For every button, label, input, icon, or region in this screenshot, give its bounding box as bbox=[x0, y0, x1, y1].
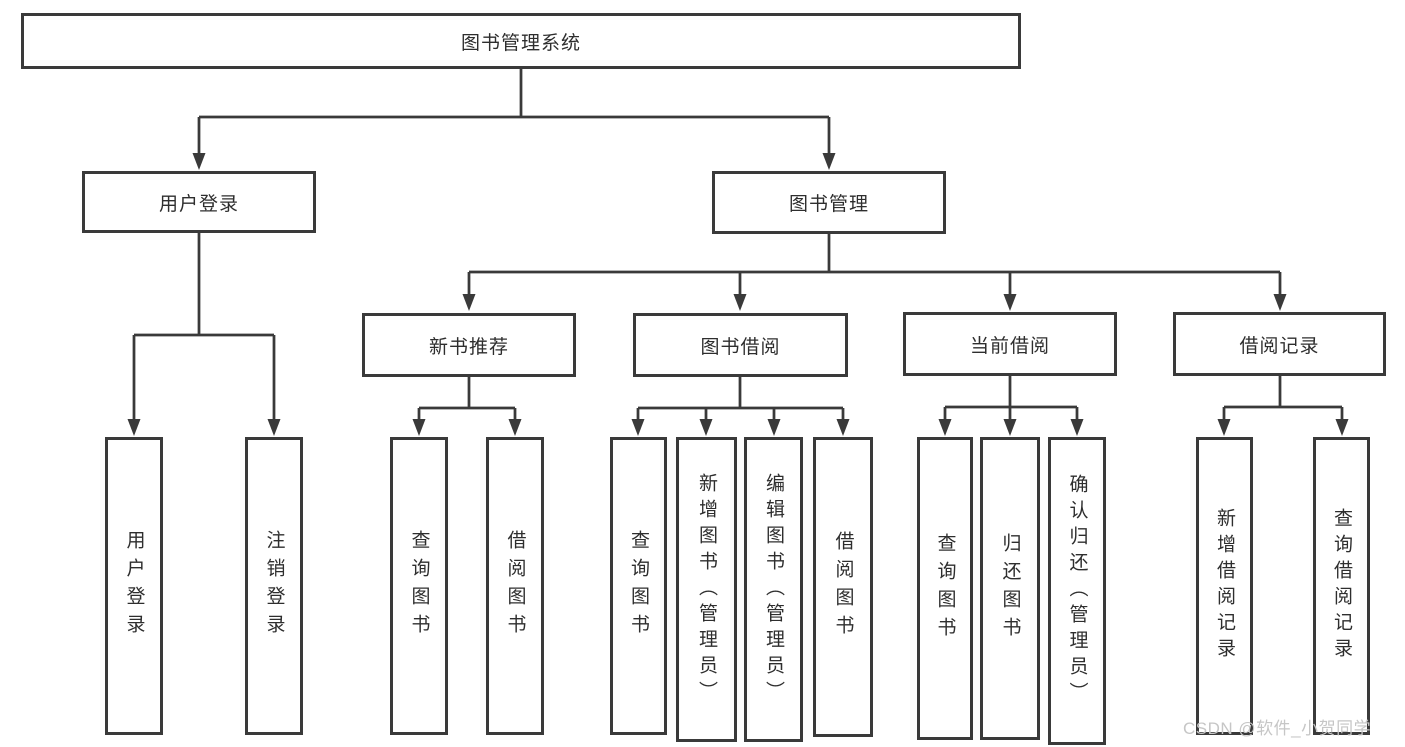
node-label: 借阅图书 bbox=[832, 531, 854, 643]
node-leaf-confirm-return-admin: 确认归还（管理员） bbox=[1048, 437, 1106, 745]
node-label: 新书推荐 bbox=[428, 336, 509, 358]
node-label: 注销登录 bbox=[263, 530, 285, 642]
arrowheads bbox=[127, 153, 1349, 436]
node-library-management-system: 图书管理系统 bbox=[21, 13, 1021, 69]
node-current-borrow: 当前借阅 bbox=[903, 312, 1117, 376]
node-label: 用户登录 bbox=[158, 193, 239, 215]
node-label: 新增借阅记录 bbox=[1214, 508, 1235, 664]
node-label: 查询图书 bbox=[628, 530, 649, 642]
edge-new-book-recommend-to-leaves bbox=[417, 377, 517, 421]
node-book-management: 图书管理 bbox=[712, 171, 946, 234]
node-label: 当前借阅 bbox=[969, 335, 1050, 357]
node-leaf-edit-books-admin: 编辑图书（管理员） bbox=[744, 437, 803, 742]
node-book-borrow: 图书借阅 bbox=[633, 313, 848, 377]
node-label: 借阅记录 bbox=[1239, 335, 1320, 357]
edge-borrow-records-to-leaves bbox=[1222, 376, 1344, 421]
node-leaf-return-books: 归还图书 bbox=[980, 437, 1040, 740]
edge-book-borrow-to-leaves bbox=[636, 377, 845, 421]
node-leaf-query-books: 查询图书 bbox=[610, 437, 667, 735]
node-label: 借阅图书 bbox=[504, 530, 526, 642]
node-label: 归还图书 bbox=[999, 532, 1021, 645]
node-leaf-query-borrow-record: 查询借阅记录 bbox=[1313, 437, 1370, 735]
edge-user-login-to-leaves bbox=[132, 233, 276, 420]
node-label: 查询借阅记录 bbox=[1331, 508, 1352, 664]
node-leaf-query-books: 查询图书 bbox=[917, 437, 973, 740]
node-label: 用户登录 bbox=[123, 530, 145, 642]
csdn-watermark: CSDN @软件_小贺同学 bbox=[1183, 719, 1372, 738]
node-leaf-logout: 注销登录 bbox=[245, 437, 303, 735]
node-label: 图书管理系统 bbox=[460, 32, 581, 54]
node-label: 新增图书（管理员） bbox=[696, 472, 717, 707]
node-leaf-borrow-books: 借阅图书 bbox=[486, 437, 544, 735]
node-leaf-add-borrow-record: 新增借阅记录 bbox=[1196, 437, 1253, 735]
node-label: 图书借阅 bbox=[700, 336, 781, 358]
node-label: 编辑图书（管理员） bbox=[763, 472, 784, 707]
node-leaf-add-books-admin: 新增图书（管理员） bbox=[676, 437, 737, 742]
node-borrow-records: 借阅记录 bbox=[1173, 312, 1386, 376]
node-new-book-recommend: 新书推荐 bbox=[362, 313, 576, 377]
node-leaf-query-books: 查询图书 bbox=[390, 437, 448, 735]
node-label: 图书管理 bbox=[788, 194, 869, 215]
node-label: 查询图书 bbox=[408, 530, 430, 642]
node-leaf-user-login: 用户登录 bbox=[105, 437, 163, 735]
edge-current-borrow-to-leaves bbox=[943, 376, 1079, 421]
node-leaf-borrow-books: 借阅图书 bbox=[813, 437, 873, 737]
node-label: 确认归还（管理员） bbox=[1066, 474, 1088, 708]
edge-root-to-level2 bbox=[197, 68, 831, 154]
edge-book-management-to-level3 bbox=[467, 234, 1282, 296]
node-user-login: 用户登录 bbox=[82, 171, 316, 233]
node-label: 查询图书 bbox=[934, 532, 956, 645]
